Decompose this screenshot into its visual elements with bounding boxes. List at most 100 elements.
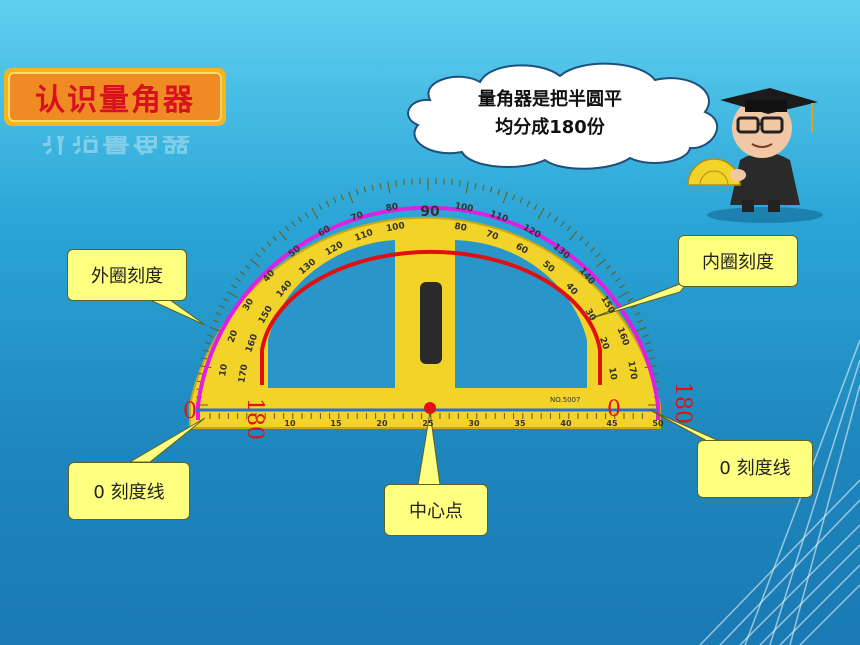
protractor-tick xyxy=(340,194,344,201)
protractor-tick xyxy=(226,291,238,298)
callout-zero-line-left-text: 0 刻度线 xyxy=(93,482,165,503)
inner-scale-number: 170 xyxy=(237,364,250,384)
inner-scale-arc xyxy=(260,249,602,385)
protractor-tick xyxy=(318,204,323,211)
protractor-tick xyxy=(578,235,584,242)
outer-scale-number: 20 xyxy=(227,329,241,344)
protractor-tick xyxy=(297,216,303,223)
protractor-tick xyxy=(537,208,545,220)
callout-inner-scale-text: 内圈刻度 xyxy=(702,252,774,273)
callout-zero-line-left: 0 刻度线 xyxy=(68,462,190,520)
protractor-tick xyxy=(363,186,367,193)
protractor-tick xyxy=(645,341,652,345)
protractor-tick xyxy=(212,319,219,323)
protractor-tick xyxy=(222,297,229,302)
right-180-label: 180 xyxy=(670,382,695,424)
ruler-number: 40 xyxy=(560,419,572,428)
protractor-tick xyxy=(634,312,641,316)
protractor-tick xyxy=(240,271,246,276)
protractor-tick xyxy=(458,180,461,187)
protractor-tick xyxy=(244,264,251,270)
outer-scale-number: 10 xyxy=(218,363,230,377)
protractor-tick xyxy=(569,230,578,241)
protractor-tick xyxy=(348,191,354,204)
ruler-number: 15 xyxy=(330,419,342,428)
protractor-tick xyxy=(266,241,272,247)
callout-center-point-text: 中心点 xyxy=(409,501,463,522)
protractor-window-right xyxy=(455,240,587,388)
protractor-tick xyxy=(630,305,637,309)
protractor-tick xyxy=(547,212,552,218)
outer-scale-number: 70 xyxy=(350,210,365,224)
protractor-tick xyxy=(215,312,222,316)
protractor-tick xyxy=(553,216,559,223)
protractor-tick xyxy=(519,197,523,204)
protractor-tick xyxy=(371,184,374,191)
protractor-model: NO.5007 xyxy=(550,396,581,404)
left-zero-label: 0 xyxy=(183,399,197,424)
inner-scale-number: 100 xyxy=(385,221,405,234)
slide-title: 认识量角器 xyxy=(35,83,195,118)
callout-zero-line-right: 0 刻度线 xyxy=(697,440,813,498)
inner-scale-number: 20 xyxy=(597,336,611,351)
protractor-tick xyxy=(311,208,319,220)
right-zero-label: 0 xyxy=(607,397,621,422)
ruler-number: 50 xyxy=(652,419,664,428)
protractor-tick xyxy=(605,264,612,270)
protractor-tick xyxy=(255,252,261,258)
outer-scale-number: 110 xyxy=(488,209,509,225)
protractor-tick xyxy=(489,186,493,193)
protractor-tick xyxy=(642,334,649,338)
protractor-handle xyxy=(420,282,442,364)
protractor-tick xyxy=(451,179,453,186)
protractor-tick xyxy=(278,230,287,241)
protractor-tick xyxy=(497,188,501,195)
callout-zero-line-right-text: 0 刻度线 xyxy=(719,458,791,479)
protractor-tick xyxy=(566,225,572,232)
outer-scale-number: 80 xyxy=(385,202,399,214)
protractor-tick xyxy=(260,246,266,252)
protractor-tick xyxy=(219,305,226,309)
ruler-number: 25 xyxy=(422,419,434,428)
protractor-tick xyxy=(526,200,531,207)
protractor-tick xyxy=(284,225,290,232)
callout-inner-scale: 内圈刻度 xyxy=(678,235,798,287)
protractor-tick xyxy=(291,221,296,227)
protractor-tick xyxy=(379,182,382,189)
protractor-tick xyxy=(512,194,516,201)
protractor-tick xyxy=(395,180,398,187)
protractor-tick xyxy=(249,258,260,268)
pointer-outer xyxy=(149,299,206,326)
protractor-tick xyxy=(648,357,656,360)
protractor-tick xyxy=(235,277,241,282)
protractor-tick xyxy=(634,326,647,332)
protractor-90-mark: 90 xyxy=(420,204,440,220)
protractor-tick xyxy=(595,252,601,258)
protractor-tick xyxy=(333,197,337,204)
protractor-tick xyxy=(590,246,596,252)
protractor-tick xyxy=(325,200,330,207)
protractor-tick xyxy=(474,182,477,189)
protractor-tick xyxy=(502,191,508,204)
protractor-tick xyxy=(204,341,211,345)
protractor-tick xyxy=(584,241,590,247)
outer-scale-number: 170 xyxy=(625,360,638,380)
inner-scale-number: 80 xyxy=(453,222,467,234)
protractor-tick xyxy=(637,319,644,323)
callout-outer-scale-text: 外圈刻度 xyxy=(91,266,163,287)
ruler-number: 10 xyxy=(284,419,296,428)
protractor-tick xyxy=(596,258,607,268)
inner-scale-number: 70 xyxy=(484,229,499,243)
left-180-label: 180 xyxy=(242,398,267,440)
ruler-number: 35 xyxy=(514,419,526,428)
callout-center-point: 中心点 xyxy=(384,484,488,536)
protractor-tick xyxy=(230,284,237,289)
protractor-window-left xyxy=(268,240,395,388)
protractor-tick xyxy=(610,271,616,276)
callout-outer-scale: 外圈刻度 xyxy=(67,249,187,301)
protractor-tick xyxy=(200,357,208,360)
title-badge: 认识量角器 xyxy=(4,68,226,126)
inner-scale-number: 10 xyxy=(606,367,618,381)
